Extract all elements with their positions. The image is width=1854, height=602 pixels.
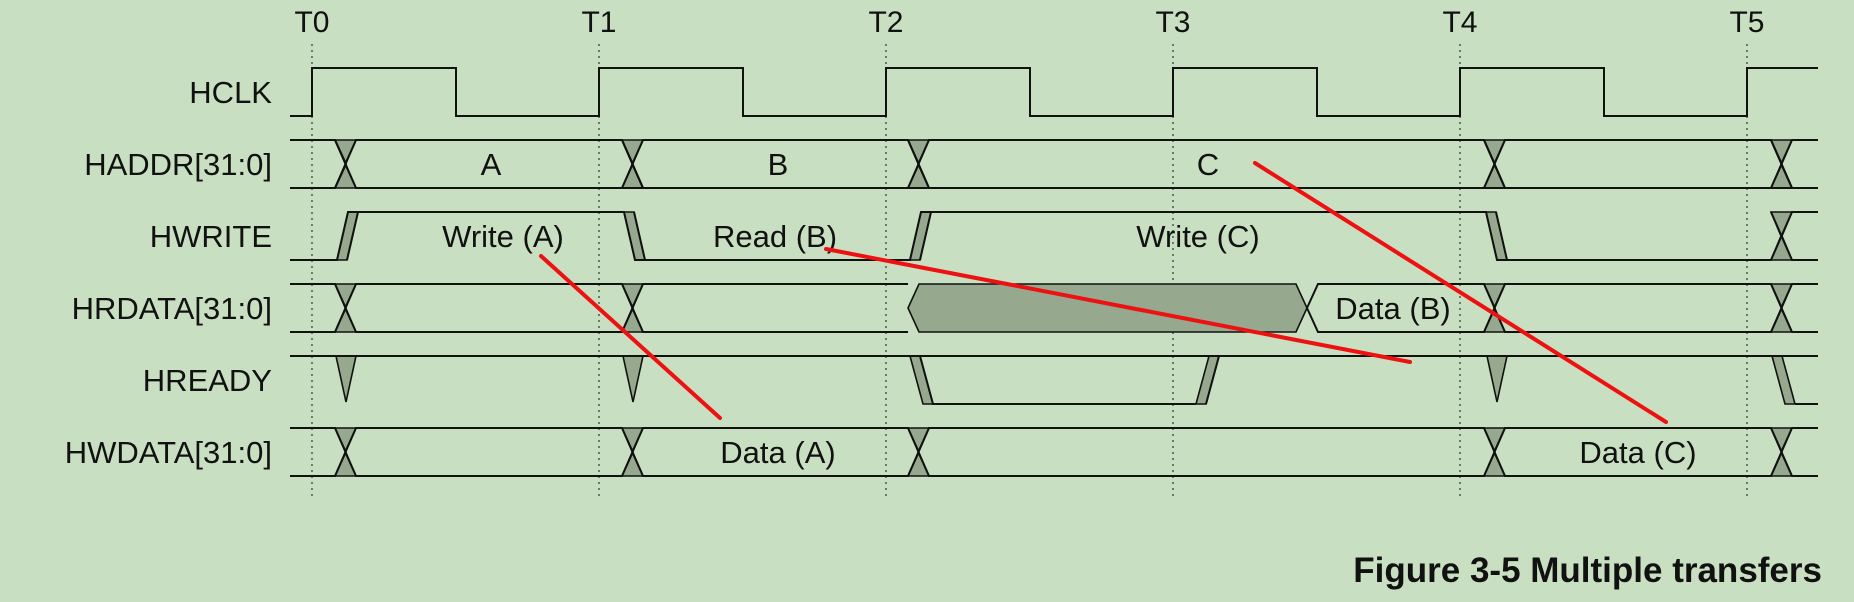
- hwrite-transition: [1484, 211, 1509, 261]
- annotation-line-read-b: [824, 247, 1412, 364]
- haddr-value-a: A: [481, 147, 502, 182]
- hready-signal: [290, 355, 1818, 405]
- hwdata-value-a: Data (A): [720, 435, 835, 470]
- hwrite-value-b: Read (B): [713, 219, 837, 254]
- signal-name-hwdata: HWDATA[31:0]: [65, 435, 272, 470]
- time-label-t5: T5: [1729, 6, 1764, 39]
- time-label-t2: T2: [868, 6, 903, 39]
- time-labels: T0 T1 T2 T3 T4 T5: [294, 6, 1764, 39]
- hrdata-value-b: Data (B): [1335, 291, 1450, 326]
- signal-name-hready: HREADY: [143, 363, 272, 398]
- time-gridlines: [311, 44, 1748, 500]
- hclk-waveform: [290, 67, 1818, 117]
- time-label-t3: T3: [1155, 6, 1190, 39]
- annotation-lines: [539, 161, 1668, 424]
- hwrite-value-a: Write (A): [442, 219, 564, 254]
- time-label-t4: T4: [1442, 6, 1477, 39]
- annotation-line-write-a: [539, 254, 722, 420]
- hrdata-bus: Data (B): [290, 283, 1818, 333]
- time-label-t0: T0: [294, 6, 329, 39]
- hready-pulse: [335, 355, 357, 403]
- figure-caption: Figure 3-5 Multiple transfers: [1353, 551, 1822, 590]
- hwrite-transition: [335, 211, 360, 261]
- signal-name-hwrite: HWRITE: [150, 219, 272, 254]
- signal-names: HCLK HADDR[31:0] HWRITE HRDATA[31:0] HRE…: [65, 75, 273, 470]
- haddr-value-b: B: [768, 147, 789, 182]
- hready-pulse: [622, 355, 644, 403]
- signal-name-hrdata: HRDATA[31:0]: [72, 291, 272, 326]
- hwrite-signal: Write (A) Read (B) Write (C): [290, 211, 1818, 261]
- haddr-value-c: C: [1197, 147, 1219, 182]
- hready-pulse: [1486, 355, 1508, 403]
- annotation-line-addr-c: [1253, 161, 1668, 424]
- signal-name-haddr: HADDR[31:0]: [84, 147, 272, 182]
- hwrite-transition: [908, 211, 933, 261]
- hready-transition: [1770, 355, 1797, 405]
- hwrite-transition: [622, 211, 647, 261]
- haddr-bus: A B C: [290, 139, 1818, 189]
- hwdata-value-c: Data (C): [1579, 435, 1696, 470]
- time-label-t1: T1: [581, 6, 616, 39]
- signal-name-hclk: HCLK: [189, 75, 272, 110]
- hrdata-wait-region: [907, 283, 1308, 333]
- hwdata-bus: Data (A) Data (C): [290, 427, 1818, 477]
- hwrite-value-c: Write (C): [1136, 219, 1259, 254]
